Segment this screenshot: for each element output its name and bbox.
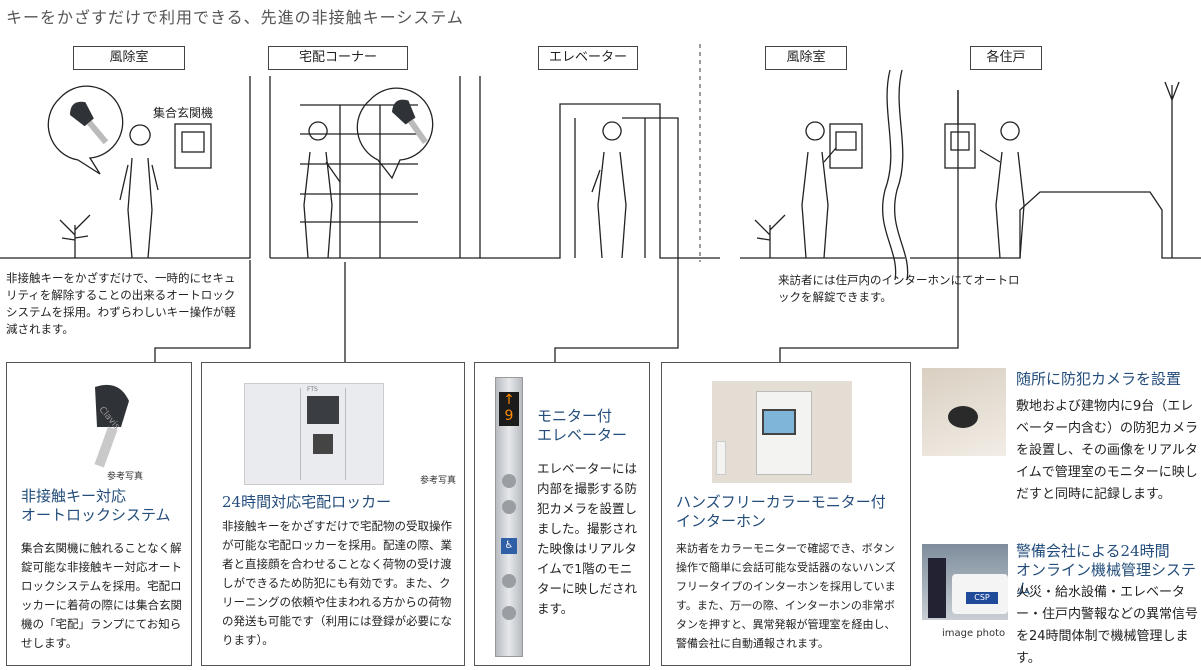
locker-reader-icon <box>313 434 333 454</box>
panel-title: 非接触キー対応 オートロックシステム <box>21 487 171 524</box>
zone-label-elevator: エレベーター <box>538 46 638 70</box>
camera-body: 敷地および建物内に9台（エレベーター内含む）の防犯カメラを設置し、その画像をリア… <box>1016 399 1199 502</box>
antenna-icon <box>1164 81 1180 258</box>
floor-line-elevator <box>480 103 720 259</box>
camera-title: 随所に防犯カメラを設置 <box>1016 370 1182 388</box>
floor-display: ↑9 <box>499 392 519 426</box>
locker-screen-icon <box>307 396 339 424</box>
zone-label-vestibule: 風除室 <box>73 46 185 70</box>
plant-icon-2 <box>754 214 786 258</box>
note-right: 来訪者には住戸内のインターホンにてオートロックを解錠できます。 <box>778 273 1020 304</box>
photo-caption: image photo <box>942 628 1006 639</box>
intercom-screen-icon <box>762 409 796 435</box>
key-photo-icon: Clavis <box>77 383 137 468</box>
elevator-panel-photo: ↑9 ♿ <box>495 377 523 657</box>
locker-grid-icon <box>300 104 418 258</box>
person-silhouette-3 <box>591 121 627 259</box>
security-title: 警備会社による24時間 オンライン機械管理システム <box>1016 542 1197 598</box>
car-logo: CSP <box>966 592 998 604</box>
panel-body: 来訪者をカラーモニターで確認でき、ボタン操作で簡単に会話可能な受話器のないハンズ… <box>676 542 896 650</box>
person-silhouette-4 <box>801 121 837 259</box>
dome-camera-icon <box>948 406 978 428</box>
person-silhouette-1 <box>119 124 159 259</box>
panel-handsfree-intercom: ハンズフリーカラーモニター付 インターホン 来訪者をカラーモニターで確認でき、ボ… <box>661 362 911 666</box>
intercom-panel-icon-3 <box>944 123 976 169</box>
unit-floor <box>910 191 1201 259</box>
zone-label-vestibule-2: 風除室 <box>765 46 847 70</box>
plant-icon-1 <box>59 214 91 258</box>
wavy-wall <box>881 69 897 281</box>
person-silhouette-2 <box>303 121 341 259</box>
note-left: 非接触キーをかざすだけで、一時的にセキュリティを解除することの出来るオートロック… <box>6 271 236 336</box>
intercom-panel-icon-2 <box>829 123 863 169</box>
elevator-button-icon <box>502 606 516 620</box>
page-title: キーをかざすだけで利用できる、先進の非接触キーシステム <box>6 8 464 27</box>
security-photo: CSP <box>922 544 1008 620</box>
floor-line-2 <box>270 76 481 259</box>
panel-contactless-key: Clavis 参考写真 非接触キー対応 オートロックシステム 集合玄関機に触れる… <box>6 362 192 666</box>
panel-monitor-elevator: ↑9 ♿ モニター付 エレベーター エレベーターには内部を撮影する防犯カメラを設… <box>474 362 650 666</box>
panel-title: モニター付 エレベーター <box>537 407 628 444</box>
panel-body: 集合玄関機に触れることなく解錠可能な非接触キー対応オートロックシステムを採用。宅… <box>21 541 182 650</box>
locker-photo: FTS <box>244 383 384 485</box>
intercom-panel-icon <box>174 123 212 169</box>
panel-delivery-locker: FTS 参考写真 24時間対応宅配ロッカー 非接触キーをかざすだけで宅配物の受取… <box>201 362 465 666</box>
speech-bubble-locker <box>356 87 434 180</box>
zone-label-delivery-corner: 宅配コーナー <box>268 46 408 70</box>
wheelchair-icon: ♿ <box>501 538 517 554</box>
panel-title: ハンズフリーカラーモニター付 インターホン <box>676 493 886 530</box>
photo-caption: 参考写真 <box>107 472 144 482</box>
elevator-button-icon <box>502 474 516 488</box>
key-icon-bubble <box>69 101 109 145</box>
key-icon-bubble-2 <box>392 99 428 145</box>
security-body: 火災・給水設備・エレベーター・住戸内警報などの異常信号を24時間体制で機械管理し… <box>1016 585 1199 666</box>
panel-body: エレベーターには内部を撮影する防犯カメラを設置しました。撮影された映像はリアルタ… <box>537 461 638 616</box>
elevator-button-icon <box>502 574 516 588</box>
panel-title: 24時間対応宅配ロッカー <box>222 493 392 511</box>
camera-photo <box>922 368 1006 456</box>
zone-label-unit: 各住戸 <box>970 46 1042 70</box>
elevator-button-icon <box>502 500 516 514</box>
panel-body: 非接触キーをかざすだけで宅配物の受取操作が可能な宅配ロッカーを採用。配達の際、業… <box>222 519 452 647</box>
intercom-photo <box>712 381 852 483</box>
intercom-label: 集合玄関機 <box>153 106 214 120</box>
photo-caption: 参考写真 <box>420 476 457 486</box>
speech-bubble-left <box>47 85 124 175</box>
person-silhouette-5 <box>979 121 1025 259</box>
